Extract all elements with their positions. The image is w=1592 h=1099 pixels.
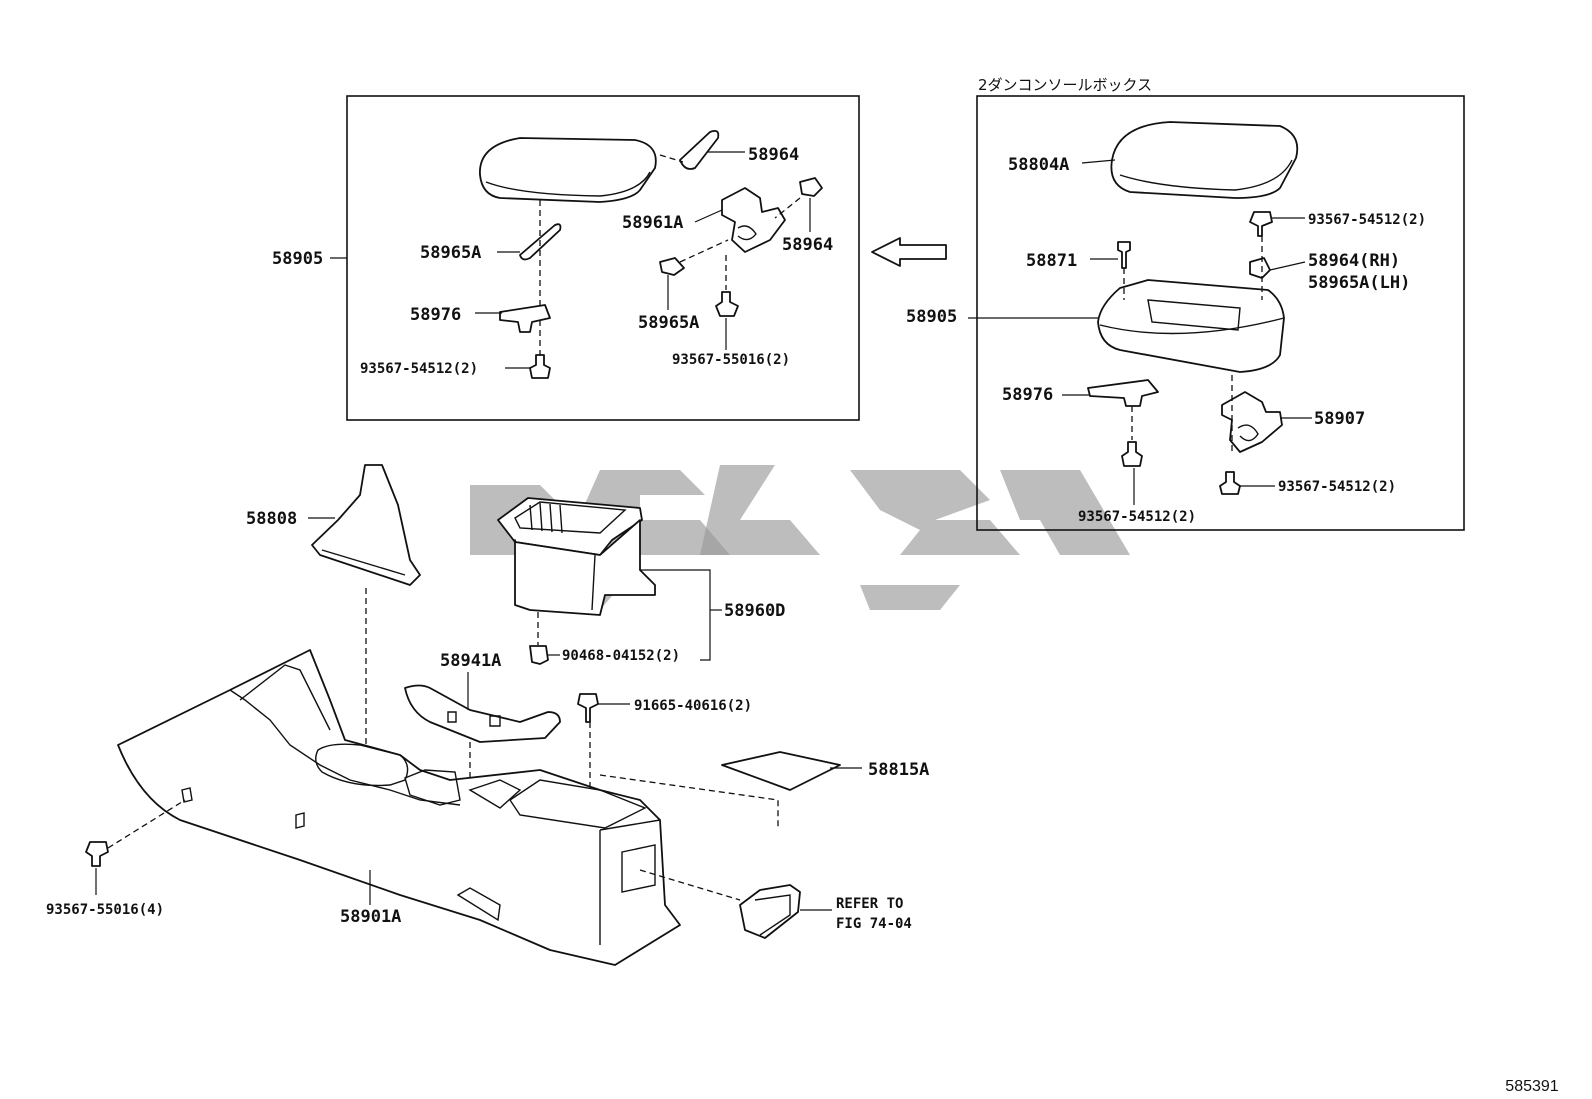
label-58804A: 58804A bbox=[1008, 155, 1069, 175]
mat-58815A bbox=[721, 751, 841, 791]
label-58941A: 58941A bbox=[440, 651, 501, 671]
shift-boot-58808 bbox=[311, 464, 421, 586]
switch-cover-refer bbox=[739, 884, 801, 939]
screw-58871 bbox=[1117, 241, 1131, 269]
clip-58965A-mid bbox=[659, 257, 685, 276]
label-58871: 58871 bbox=[1026, 251, 1077, 271]
label-58905-right: 58905 bbox=[906, 307, 957, 327]
label-58815A: 58815A bbox=[868, 760, 929, 780]
label-refer-line1: REFER TO bbox=[836, 896, 903, 912]
label-58976-right: 58976 bbox=[1002, 385, 1053, 405]
label-93567-54512-r2: 93567-54512(2) bbox=[1278, 479, 1396, 495]
screw-right-top bbox=[1249, 211, 1273, 237]
console-body-58901A bbox=[117, 649, 681, 966]
clip-90468 bbox=[529, 645, 549, 665]
clip-58964-rh bbox=[1249, 257, 1271, 279]
direction-arrow bbox=[871, 237, 947, 267]
screw-left bbox=[529, 354, 551, 379]
label-58961A: 58961A bbox=[622, 213, 683, 233]
label-58808: 58808 bbox=[246, 509, 297, 529]
label-58965A-left: 58965A bbox=[420, 243, 481, 263]
lock-58961A bbox=[721, 187, 786, 253]
label-93567-54512-left: 93567-54512(2) bbox=[360, 361, 478, 377]
console-box-upper-right bbox=[1097, 279, 1285, 373]
screw-93567-bottom bbox=[85, 841, 109, 867]
console-lid-right bbox=[1110, 121, 1299, 199]
lock-58907 bbox=[1221, 391, 1283, 453]
label-58965A-lh: 58965A(LH) bbox=[1308, 273, 1410, 293]
label-58964-top: 58964 bbox=[748, 145, 799, 165]
bracket-58976-right bbox=[1087, 379, 1159, 407]
label-58964-mid: 58964 bbox=[782, 235, 833, 255]
footer-id: 585391 bbox=[1505, 1078, 1558, 1095]
screw-mid bbox=[715, 291, 739, 317]
hinge-pin-top bbox=[679, 129, 720, 170]
label-58901A: 58901A bbox=[340, 907, 401, 927]
label-93567-54512-r1: 93567-54512(2) bbox=[1308, 212, 1426, 228]
label-58907: 58907 bbox=[1314, 409, 1365, 429]
inset-box-right bbox=[976, 95, 1465, 531]
cup-holder-58960D bbox=[497, 497, 656, 616]
label-91665-40616: 91665-40616(2) bbox=[634, 698, 752, 714]
label-58965A-mid: 58965A bbox=[638, 313, 699, 333]
label-58964-rh: 58964(RH) bbox=[1308, 251, 1400, 271]
label-refer-line2: FIG 74-04 bbox=[836, 916, 912, 932]
label-58905-left: 58905 bbox=[272, 249, 323, 269]
clip-58964-mid bbox=[799, 177, 823, 197]
label-93567-55016-bottom: 93567-55016(4) bbox=[46, 902, 164, 918]
bracket-58976-left bbox=[499, 304, 551, 333]
label-90468-04152: 90468-04152(2) bbox=[562, 648, 680, 664]
label-58960D: 58960D bbox=[724, 601, 785, 621]
screw-right-lower-right bbox=[1219, 471, 1241, 495]
bolt-91665 bbox=[577, 693, 599, 723]
trim-58941A bbox=[404, 684, 561, 743]
screw-right-lower-left bbox=[1121, 441, 1143, 467]
label-93567-54512-r3: 93567-54512(2) bbox=[1078, 509, 1196, 525]
console-lid-left bbox=[479, 137, 657, 203]
label-93567-55016-mid: 93567-55016(2) bbox=[672, 352, 790, 368]
label-58976-left: 58976 bbox=[410, 305, 461, 325]
inset-title: 2ダンコンソールボックス bbox=[978, 76, 1152, 94]
